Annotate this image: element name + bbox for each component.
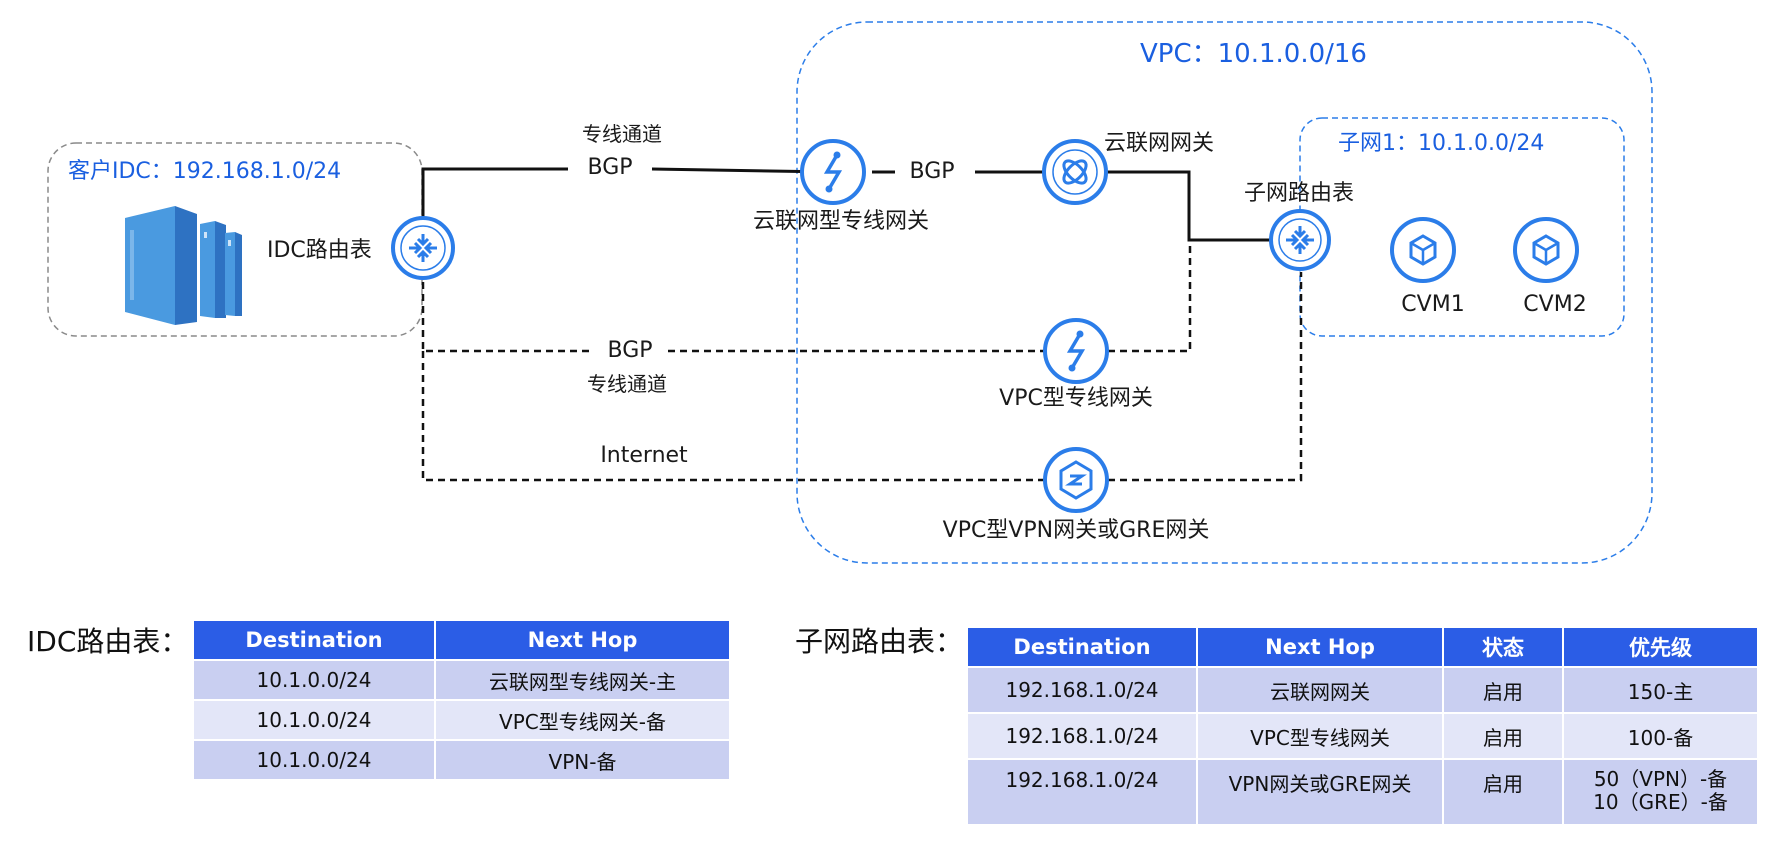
table-cell: 启用 — [1442, 666, 1564, 714]
vpn-gateway-label: VPC型VPN网关或GRE网关 — [942, 518, 1210, 543]
subnet-route-table: Destination Next Hop 状态 优先级 192.168.1.0/… — [966, 626, 1759, 826]
table-cell: 10.1.0.0/24 — [192, 739, 436, 781]
idc-router-label: IDC路由表 — [267, 238, 372, 263]
dashed-link-internet-2 — [1108, 272, 1303, 482]
ccn-dc-gateway-label: 云联网型专线网关 — [752, 209, 930, 234]
column-header: Destination — [966, 626, 1198, 668]
table-header-row: Destination Next Hop 状态 优先级 — [966, 626, 1759, 668]
table-cell: 启用 — [1442, 712, 1564, 760]
idc-router-icon — [391, 216, 455, 280]
mid-channel-label: 专线通道 — [587, 372, 667, 396]
table-cell: 10.1.0.0/24 — [192, 659, 436, 701]
dashed-link-dc-3 — [1108, 240, 1192, 353]
vpc-dc-gateway-icon — [1043, 318, 1109, 384]
table-cell: 100-备 — [1562, 712, 1759, 760]
table-cell: 192.168.1.0/24 — [966, 758, 1198, 826]
cvm1-label: CVM1 — [1401, 292, 1465, 317]
table-cell: 云联网型专线网关-主 — [434, 659, 731, 701]
column-header: 状态 — [1442, 626, 1564, 668]
vpn-gateway-icon — [1043, 447, 1109, 513]
table-row: 10.1.0.0/24 云联网型专线网关-主 — [192, 659, 731, 701]
table-row: 192.168.1.0/24 VPN网关或GRE网关 启用 50（VPN）-备 … — [966, 758, 1759, 826]
ccn-dc-gateway-icon — [800, 139, 866, 205]
vpc-label: VPC：10.1.0.0/16 — [1140, 39, 1367, 69]
table-cell: VPN网关或GRE网关 — [1196, 758, 1444, 826]
dashed-link-dc — [421, 282, 590, 353]
dashed-link-internet — [421, 351, 1044, 482]
priority-line: 10（GRE）-备 — [1593, 790, 1728, 814]
ccn-gateway-label: 云联网网关 — [1104, 131, 1215, 156]
table-row: 10.1.0.0/24 VPC型专线网关-备 — [192, 699, 731, 741]
table-cell: 50（VPN）-备 10（GRE）-备 — [1562, 758, 1759, 826]
network-diagram: 客户IDC：192.168.1.0/24 IDC路由表 VPC：10.1.0.0… — [47, 21, 1653, 564]
table-header-row: Destination Next Hop — [192, 619, 731, 661]
column-header: Next Hop — [1196, 626, 1444, 668]
top-bgp-right: BGP — [909, 159, 955, 184]
subnet-router-icon — [1269, 209, 1331, 271]
ccn-gateway-icon — [1042, 139, 1108, 205]
subnet-label: 子网1：10.1.0.0/24 — [1338, 131, 1545, 156]
column-header: 优先级 — [1562, 626, 1759, 668]
table-cell: 10.1.0.0/24 — [192, 699, 436, 741]
cvm2-label: CVM2 — [1523, 292, 1587, 317]
idc-table-title: IDC路由表： — [27, 625, 189, 658]
subnet-router-label: 子网路由表 — [1244, 181, 1355, 206]
diagram-lines — [47, 21, 1653, 564]
table-cell: VPN-备 — [434, 739, 731, 781]
column-header: Destination — [192, 619, 436, 661]
table-cell: VPC型专线网关-备 — [434, 699, 731, 741]
server-icon — [125, 206, 242, 325]
table-cell: 云联网网关 — [1196, 666, 1444, 714]
top-bgp-left: BGP — [587, 155, 633, 180]
table-cell: 150-主 — [1562, 666, 1759, 714]
subnet-table-title: 子网路由表： — [795, 625, 964, 658]
solid-link-subnet — [1105, 170, 1270, 242]
idc-route-table: Destination Next Hop 10.1.0.0/24 云联网型专线网… — [192, 619, 731, 781]
priority-line: 50（VPN）-备 — [1593, 767, 1728, 791]
internet-label: Internet — [600, 443, 688, 468]
table-cell: 192.168.1.0/24 — [966, 666, 1198, 714]
idc-box-label: 客户IDC：192.168.1.0/24 — [68, 159, 342, 184]
table-row: 192.168.1.0/24 云联网网关 启用 150-主 — [966, 666, 1759, 714]
vpc-box — [796, 21, 1653, 564]
table-cell: 192.168.1.0/24 — [966, 712, 1198, 760]
cvm-icon — [1390, 217, 1456, 283]
column-header: Next Hop — [434, 619, 731, 661]
table-row: 192.168.1.0/24 VPC型专线网关 启用 100-备 — [966, 712, 1759, 760]
mid-bgp-label: BGP — [607, 338, 653, 363]
table-cell: VPC型专线网关 — [1196, 712, 1444, 760]
top-channel-label: 专线通道 — [582, 122, 662, 146]
cvm-icon — [1513, 217, 1579, 283]
table-cell: 启用 — [1442, 758, 1564, 826]
vpc-dc-gateway-label: VPC型专线网关 — [999, 386, 1153, 411]
table-row: 10.1.0.0/24 VPN-备 — [192, 739, 731, 781]
